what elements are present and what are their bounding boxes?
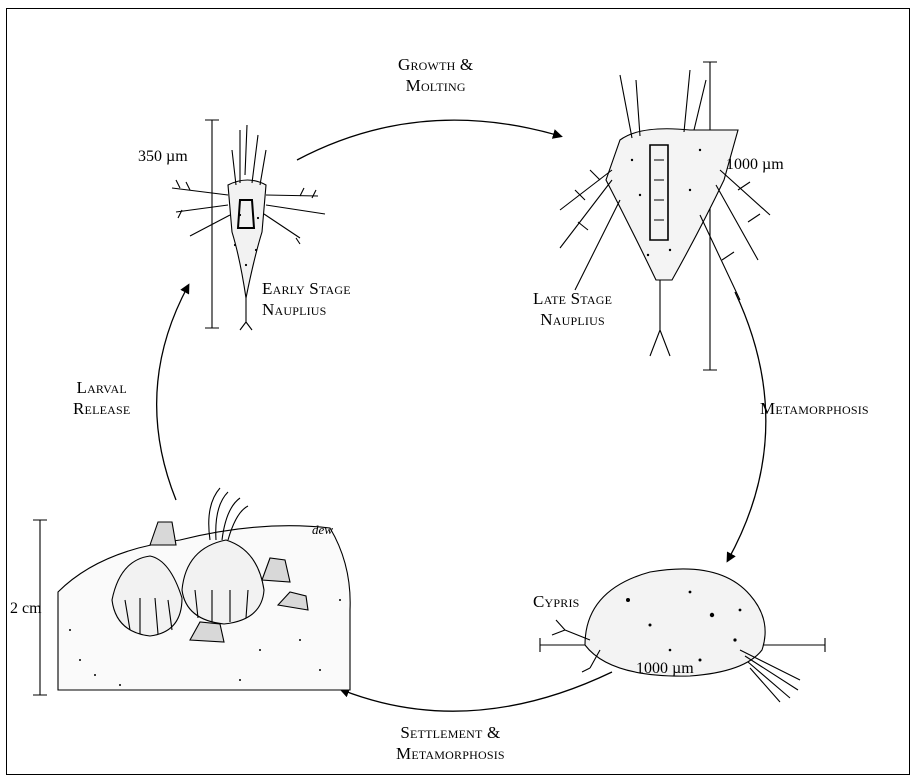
settlement-label: Settlement & Metamorphosis (396, 722, 505, 764)
settlement-label-line1: Settlement & (396, 722, 505, 743)
adult-barnacles-drawing (33, 488, 350, 695)
larval-release-label-line2: Release (73, 398, 130, 419)
arrow-larval-release (157, 286, 188, 500)
cypris-label: Cypris (533, 591, 580, 612)
settlement-label-line2: Metamorphosis (396, 743, 505, 764)
early-nauplius-label-line1: Early Stage (262, 278, 351, 299)
cypris-label-text: Cypris (533, 591, 580, 612)
growth-label: Growth & Molting (398, 54, 473, 96)
adult-scale: 2 cm (10, 600, 42, 618)
late-nauplius-label-line2: Nauplius (533, 309, 612, 330)
metamorphosis-label: Metamorphosis (760, 398, 869, 419)
growth-label-line2: Molting (398, 75, 473, 96)
cypris-scale: 1000 µm (636, 660, 694, 678)
arrow-settlement (342, 672, 612, 711)
late-nauplius-scale: 1000 µm (726, 156, 784, 174)
early-nauplius-scale: 350 µm (138, 148, 188, 166)
growth-label-line1: Growth & (398, 54, 473, 75)
larval-release-label-line1: Larval (73, 377, 130, 398)
metamorphosis-label-text: Metamorphosis (760, 398, 869, 419)
arrow-growth (297, 120, 560, 160)
arrow-metamorphosis (728, 292, 766, 560)
late-nauplius-label: Late Stage Nauplius (533, 288, 612, 330)
artist-signature: dew (312, 522, 333, 538)
larval-release-label: Larval Release (73, 377, 130, 419)
cypris-drawing (540, 569, 825, 702)
early-nauplius-label-line2: Nauplius (262, 299, 351, 320)
early-nauplius-label: Early Stage Nauplius (262, 278, 351, 320)
late-nauplius-label-line1: Late Stage (533, 288, 612, 309)
